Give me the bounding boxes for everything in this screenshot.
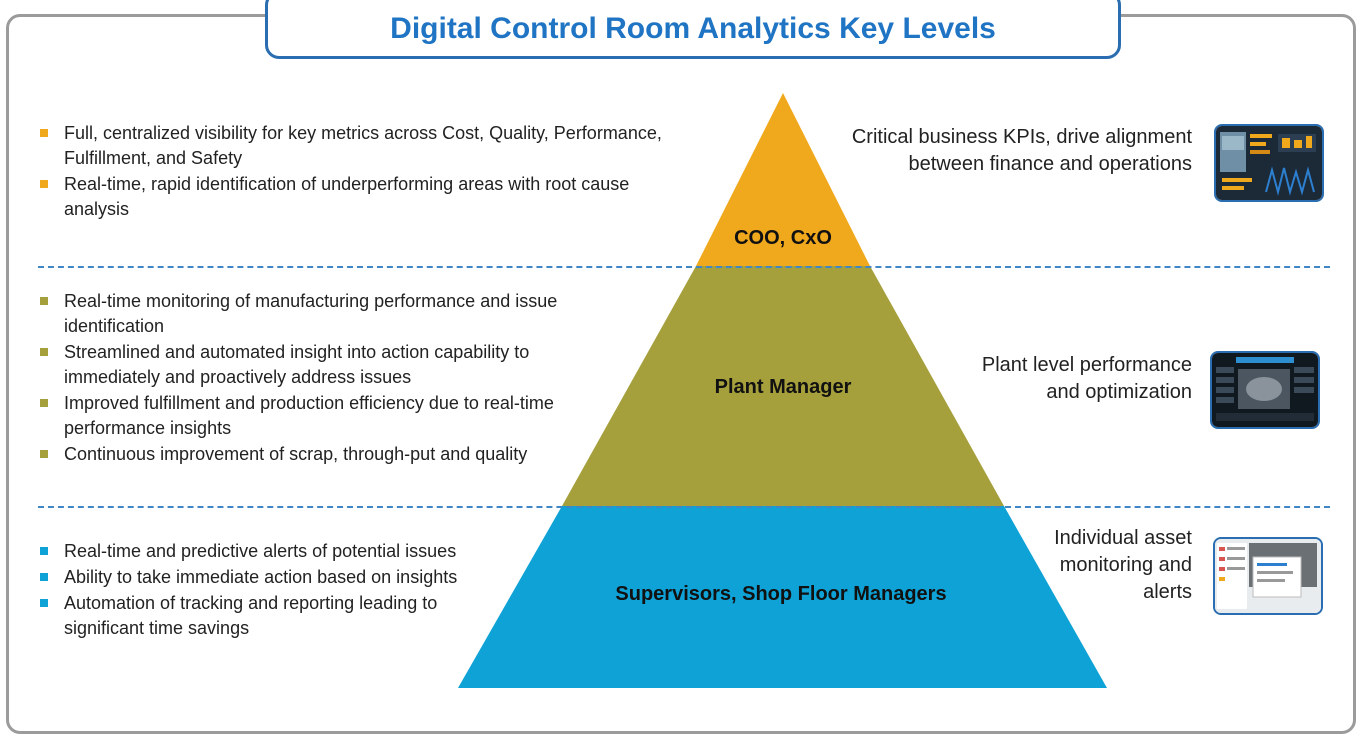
title-box: Digital Control Room Analytics Key Level… bbox=[265, 0, 1121, 59]
bullet-text: Improved fulfillment and production effi… bbox=[64, 393, 554, 438]
bullet-square-icon bbox=[40, 180, 48, 188]
bullet-text: Full, centralized visibility for key met… bbox=[64, 123, 662, 168]
pyramid-tier-top bbox=[696, 93, 870, 266]
bullet-list-coo: Full, centralized visibility for key met… bbox=[38, 121, 718, 223]
description-coo: Critical business KPIs, drive alignment … bbox=[851, 126, 1192, 175]
bullet-text: Continuous improvement of scrap, through… bbox=[64, 444, 528, 464]
bullet-text: Ability to take immediate action based o… bbox=[64, 567, 458, 587]
list-item: Real-time monitoring of manufacturing pe… bbox=[38, 289, 588, 339]
asset-monitoring-thumbnail bbox=[1213, 537, 1323, 615]
list-item: Ability to take immediate action based o… bbox=[38, 565, 478, 590]
pyramid-tier-bottom bbox=[458, 506, 1107, 688]
outer-frame: Digital Control Room Analytics Key Level… bbox=[6, 0, 1356, 734]
description-supervisors: Individual asset monitoring and alerts bbox=[1054, 527, 1192, 603]
list-item: Automation of tracking and reporting lea… bbox=[38, 591, 478, 641]
list-item: Continuous improvement of scrap, through… bbox=[38, 442, 588, 467]
bullet-text: Real-time and predictive alerts of poten… bbox=[64, 541, 457, 561]
bullet-list-plant-manager: Real-time monitoring of manufacturing pe… bbox=[38, 289, 588, 468]
executive-dashboard-thumbnail bbox=[1214, 124, 1324, 202]
tier-label-plant-manager: Plant Manager bbox=[714, 376, 852, 398]
pyramid-tier-middle bbox=[562, 266, 1004, 506]
bullet-list-supervisors: Real-time and predictive alerts of poten… bbox=[38, 539, 478, 642]
list-item: Real-time, rapid identification of under… bbox=[38, 172, 654, 222]
bullet-text: Streamlined and automated insight into a… bbox=[64, 342, 530, 387]
bullet-square-icon bbox=[40, 599, 48, 607]
list-item: Streamlined and automated insight into a… bbox=[38, 340, 588, 390]
bullet-square-icon bbox=[40, 573, 48, 581]
list-item: Improved fulfillment and production effi… bbox=[38, 391, 588, 441]
bullet-square-icon bbox=[40, 399, 48, 407]
bullet-text: Real-time monitoring of manufacturing pe… bbox=[64, 291, 558, 336]
page-title: Digital Control Room Analytics Key Level… bbox=[390, 12, 996, 45]
divider-top bbox=[38, 266, 1330, 268]
list-item: Real-time and predictive alerts of poten… bbox=[38, 539, 478, 564]
bullet-square-icon bbox=[40, 348, 48, 356]
tier-label-supervisors: Supervisors, Shop Floor Managers bbox=[615, 583, 947, 605]
tier-label-coo: COO, CxO bbox=[734, 227, 832, 249]
bullet-square-icon bbox=[40, 129, 48, 137]
plant-dashboard-thumbnail bbox=[1210, 351, 1320, 429]
bullet-square-icon bbox=[40, 297, 48, 305]
bullet-square-icon bbox=[40, 547, 48, 555]
bullet-square-icon bbox=[40, 450, 48, 458]
bullet-text: Real-time, rapid identification of under… bbox=[64, 174, 630, 219]
bullet-text: Automation of tracking and reporting lea… bbox=[64, 593, 438, 638]
list-item: Full, centralized visibility for key met… bbox=[38, 121, 718, 171]
description-plant-manager: Plant level performance and optimization bbox=[981, 354, 1192, 403]
divider-bottom bbox=[38, 506, 1330, 508]
